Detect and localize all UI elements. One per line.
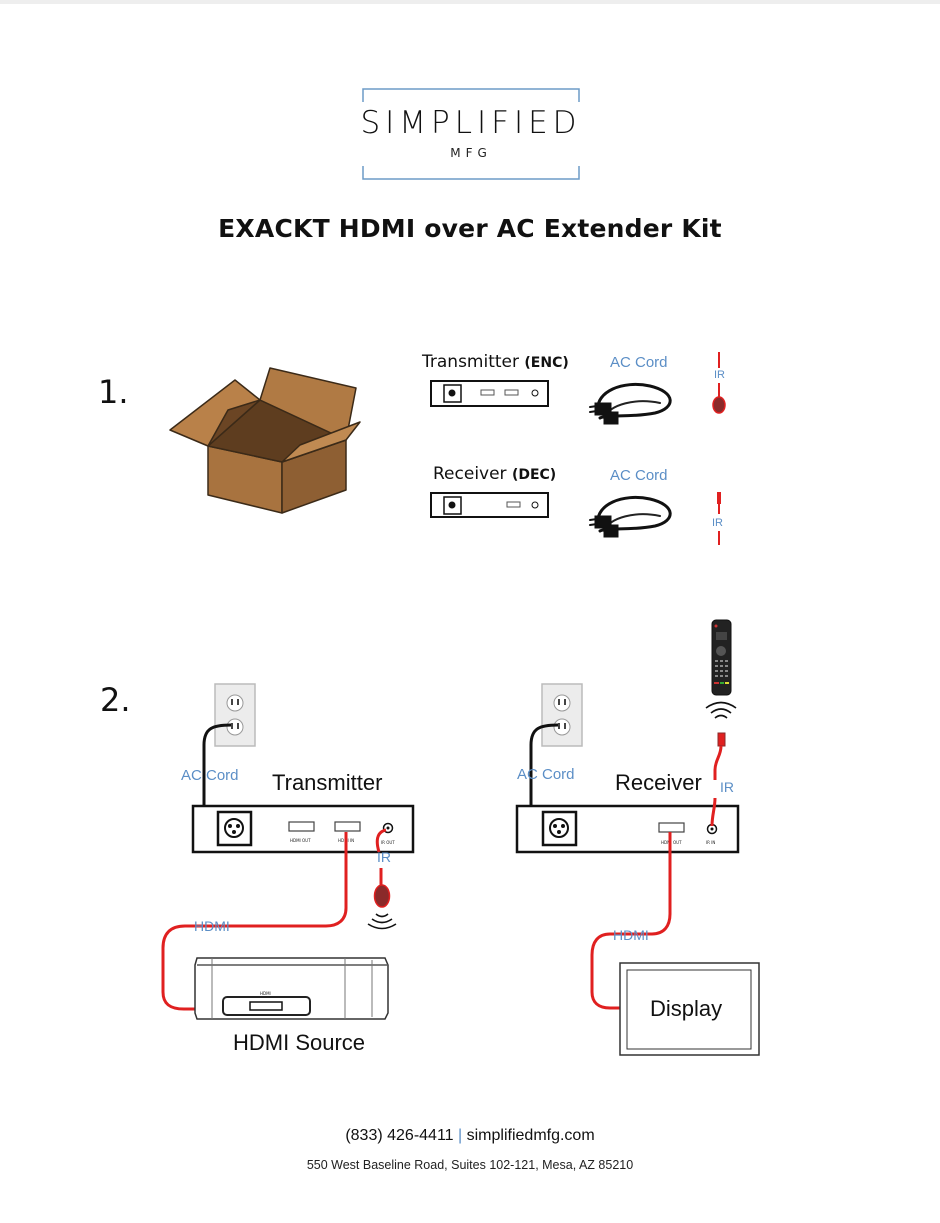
port-label-ir-out: IR OUT: [381, 840, 395, 845]
ir-blaster-emitter-icon: [373, 884, 391, 908]
receiver-device-large: [515, 804, 740, 854]
step1-ir-label-1: IR: [714, 369, 725, 381]
hdmi-source-label: HDMI Source: [233, 1030, 366, 1055]
ir-receiver-icon: [717, 492, 721, 545]
page-title: EXACKT HDMI over AC Extender Kit: [218, 214, 722, 243]
hdmi-source-device: [194, 957, 389, 1020]
step2-hdmi-label-2: HDMI: [613, 927, 649, 943]
step2-hdmi-label-1: HDMI: [194, 918, 230, 934]
step1-ac-cord-label-2: AC Cord: [610, 467, 668, 484]
display-device: [619, 962, 760, 1056]
receiver-port-labels: HDMI OUT IR IN: [661, 840, 715, 845]
step-2-number: 2.: [100, 681, 131, 719]
footer-separator: |: [458, 1127, 463, 1144]
footer-contact: (833) 426-4411 | simplifiedmfg.com: [0, 1127, 940, 1145]
ac-cord-icon-2: [589, 496, 672, 538]
logo-wordmark: SIMPLIFIED: [360, 105, 582, 141]
step2-transmitter-label: Transmitter: [272, 770, 383, 795]
remote-control-icon: [711, 619, 732, 696]
step-1-number: 1.: [98, 373, 129, 411]
step2-ir-label-2: IR: [720, 779, 734, 795]
wall-outlet-icon-2: [541, 683, 583, 747]
step1-ac-cord-label-1: AC Cord: [610, 354, 668, 371]
step1-transmitter-name: Transmitter: [422, 352, 519, 372]
ir-blaster-icon: [712, 352, 726, 414]
step1-transmitter-label: Transmitter (ENC): [422, 352, 569, 372]
ir-cable-receiver: [710, 745, 723, 827]
port-label-receiver-hdmi-out: HDMI OUT: [661, 840, 682, 845]
footer-phone: (833) 426-4411: [345, 1127, 454, 1144]
logo-frame: [362, 88, 580, 180]
display-label: Display: [650, 996, 723, 1021]
step2-receiver-label: Receiver: [615, 770, 702, 795]
transmitter-device-small: [430, 380, 549, 407]
step1-receiver-label: Receiver (DEC): [433, 464, 556, 484]
step2-ac-cord-label-1: AC Cord: [181, 767, 239, 784]
ac-cord-icon-1: [589, 383, 672, 425]
ir-signal-waves-icon: [367, 913, 397, 930]
ir-cable-transmitter: [375, 828, 387, 886]
wall-outlet-icon-1: [214, 683, 256, 747]
port-label-hdmi: HDMI: [260, 991, 271, 996]
cardboard-box-icon: [169, 367, 361, 514]
step2-ac-cord-label-2: AC Cord: [517, 766, 575, 783]
step1-ir-label-2: IR: [712, 517, 723, 529]
logo-subtitle: MFG: [450, 146, 492, 160]
receiver-device-small: [430, 492, 549, 518]
step1-transmitter-code: (ENC): [524, 355, 569, 371]
port-label-hdmi-out: HDMI OUT: [290, 838, 311, 843]
step1-receiver-name: Receiver: [433, 464, 507, 484]
remote-signal-waves-icon: [705, 701, 737, 719]
footer-website[interactable]: simplifiedmfg.com: [466, 1127, 595, 1144]
top-edge: [0, 0, 940, 4]
hdmi-cable-receiver: [590, 832, 672, 1010]
ir-receiver-head-icon: [717, 732, 726, 747]
hdmi-cable-transmitter: [161, 832, 348, 1011]
step1-receiver-code: (DEC): [511, 467, 557, 483]
transmitter-device-large: [191, 804, 415, 854]
step2-ir-label-1: IR: [377, 849, 391, 865]
port-label-ir-in: IR IN: [706, 840, 715, 845]
footer-address: 550 West Baseline Road, Suites 102-121, …: [306, 1158, 634, 1172]
